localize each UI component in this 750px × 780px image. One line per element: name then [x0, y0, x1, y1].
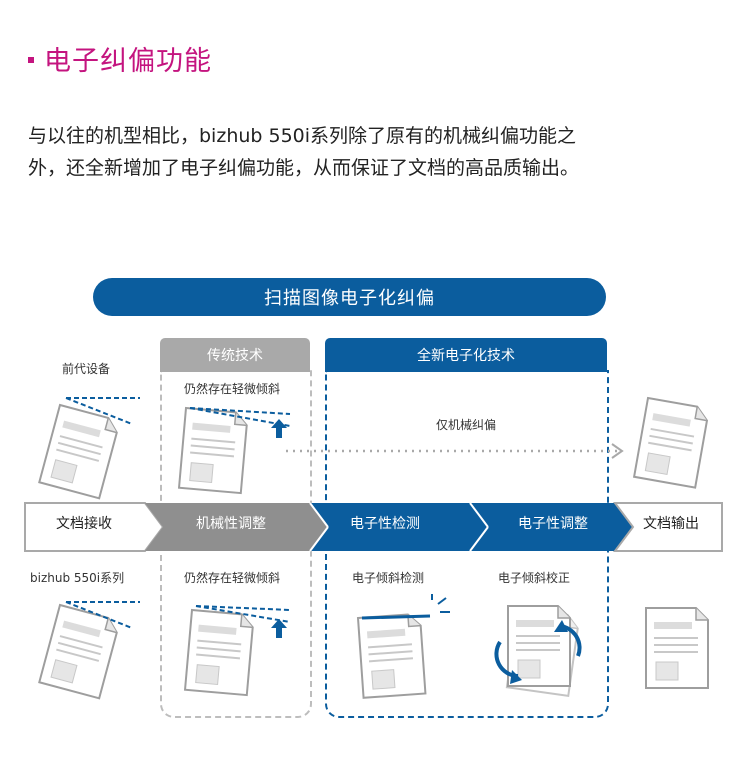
flow-step-output-shape [613, 502, 723, 552]
doc-prev-device-icon [38, 397, 140, 500]
mech-only-arrow-icon [286, 443, 624, 459]
traditional-header: 传统技术 [160, 338, 310, 372]
label-detect: 电子倾斜检测 [352, 571, 425, 585]
flow-step-mech: 机械性调整 [196, 516, 266, 532]
doc-detect-icon [357, 594, 450, 699]
intro-line-2: 外，还全新增加了电子纠偏功能，从而保证了文档的高品质输出。 [28, 157, 580, 179]
doc-output-bottom-icon [645, 607, 709, 689]
flow-step-output: 文档输出 [643, 516, 699, 532]
doc-skew-bottom-icon [184, 605, 291, 697]
flow-step-adjust: 电子性调整 [518, 516, 588, 532]
intro-line-1: 与以往的机型相比，bizhub 550i系列除了原有的机械纠偏功能之 [28, 125, 577, 147]
label-prev-device: 前代设备 [62, 362, 111, 376]
new-tech-header: 全新电子化技术 [325, 338, 607, 372]
label-correct: 电子倾斜校正 [498, 571, 571, 585]
section-title: 电子纠偏功能 [28, 38, 212, 78]
section-title-text: 电子纠偏功能 [44, 45, 212, 77]
label-skew-top: 仍然存在轻微倾斜 [184, 382, 281, 396]
doc-skew-top-icon [178, 407, 291, 495]
doc-model-icon [38, 601, 140, 700]
diagram-banner: 扫描图像电子化纠偏 [93, 278, 606, 316]
flow-step-receive: 文档接收 [56, 516, 112, 532]
label-model: bizhub 550i系列 [30, 571, 125, 585]
title-bullet-icon [28, 57, 34, 63]
doc-output-top-icon [633, 397, 711, 489]
flow-row [24, 502, 723, 552]
flow-step-detect-shape [310, 503, 488, 551]
label-skew-bottom: 仍然存在轻微倾斜 [184, 571, 281, 585]
flow-step-detect: 电子性检测 [350, 516, 420, 532]
flow-step-adjust-shape [470, 503, 633, 551]
flow-step-mech-shape [145, 503, 328, 551]
doc-correct-icon [494, 605, 582, 697]
label-mech-only: 仅机械纠偏 [436, 418, 497, 432]
intro-paragraph: 与以往的机型相比，bizhub 550i系列除了原有的机械纠偏功能之 外，还全新… [28, 120, 728, 184]
